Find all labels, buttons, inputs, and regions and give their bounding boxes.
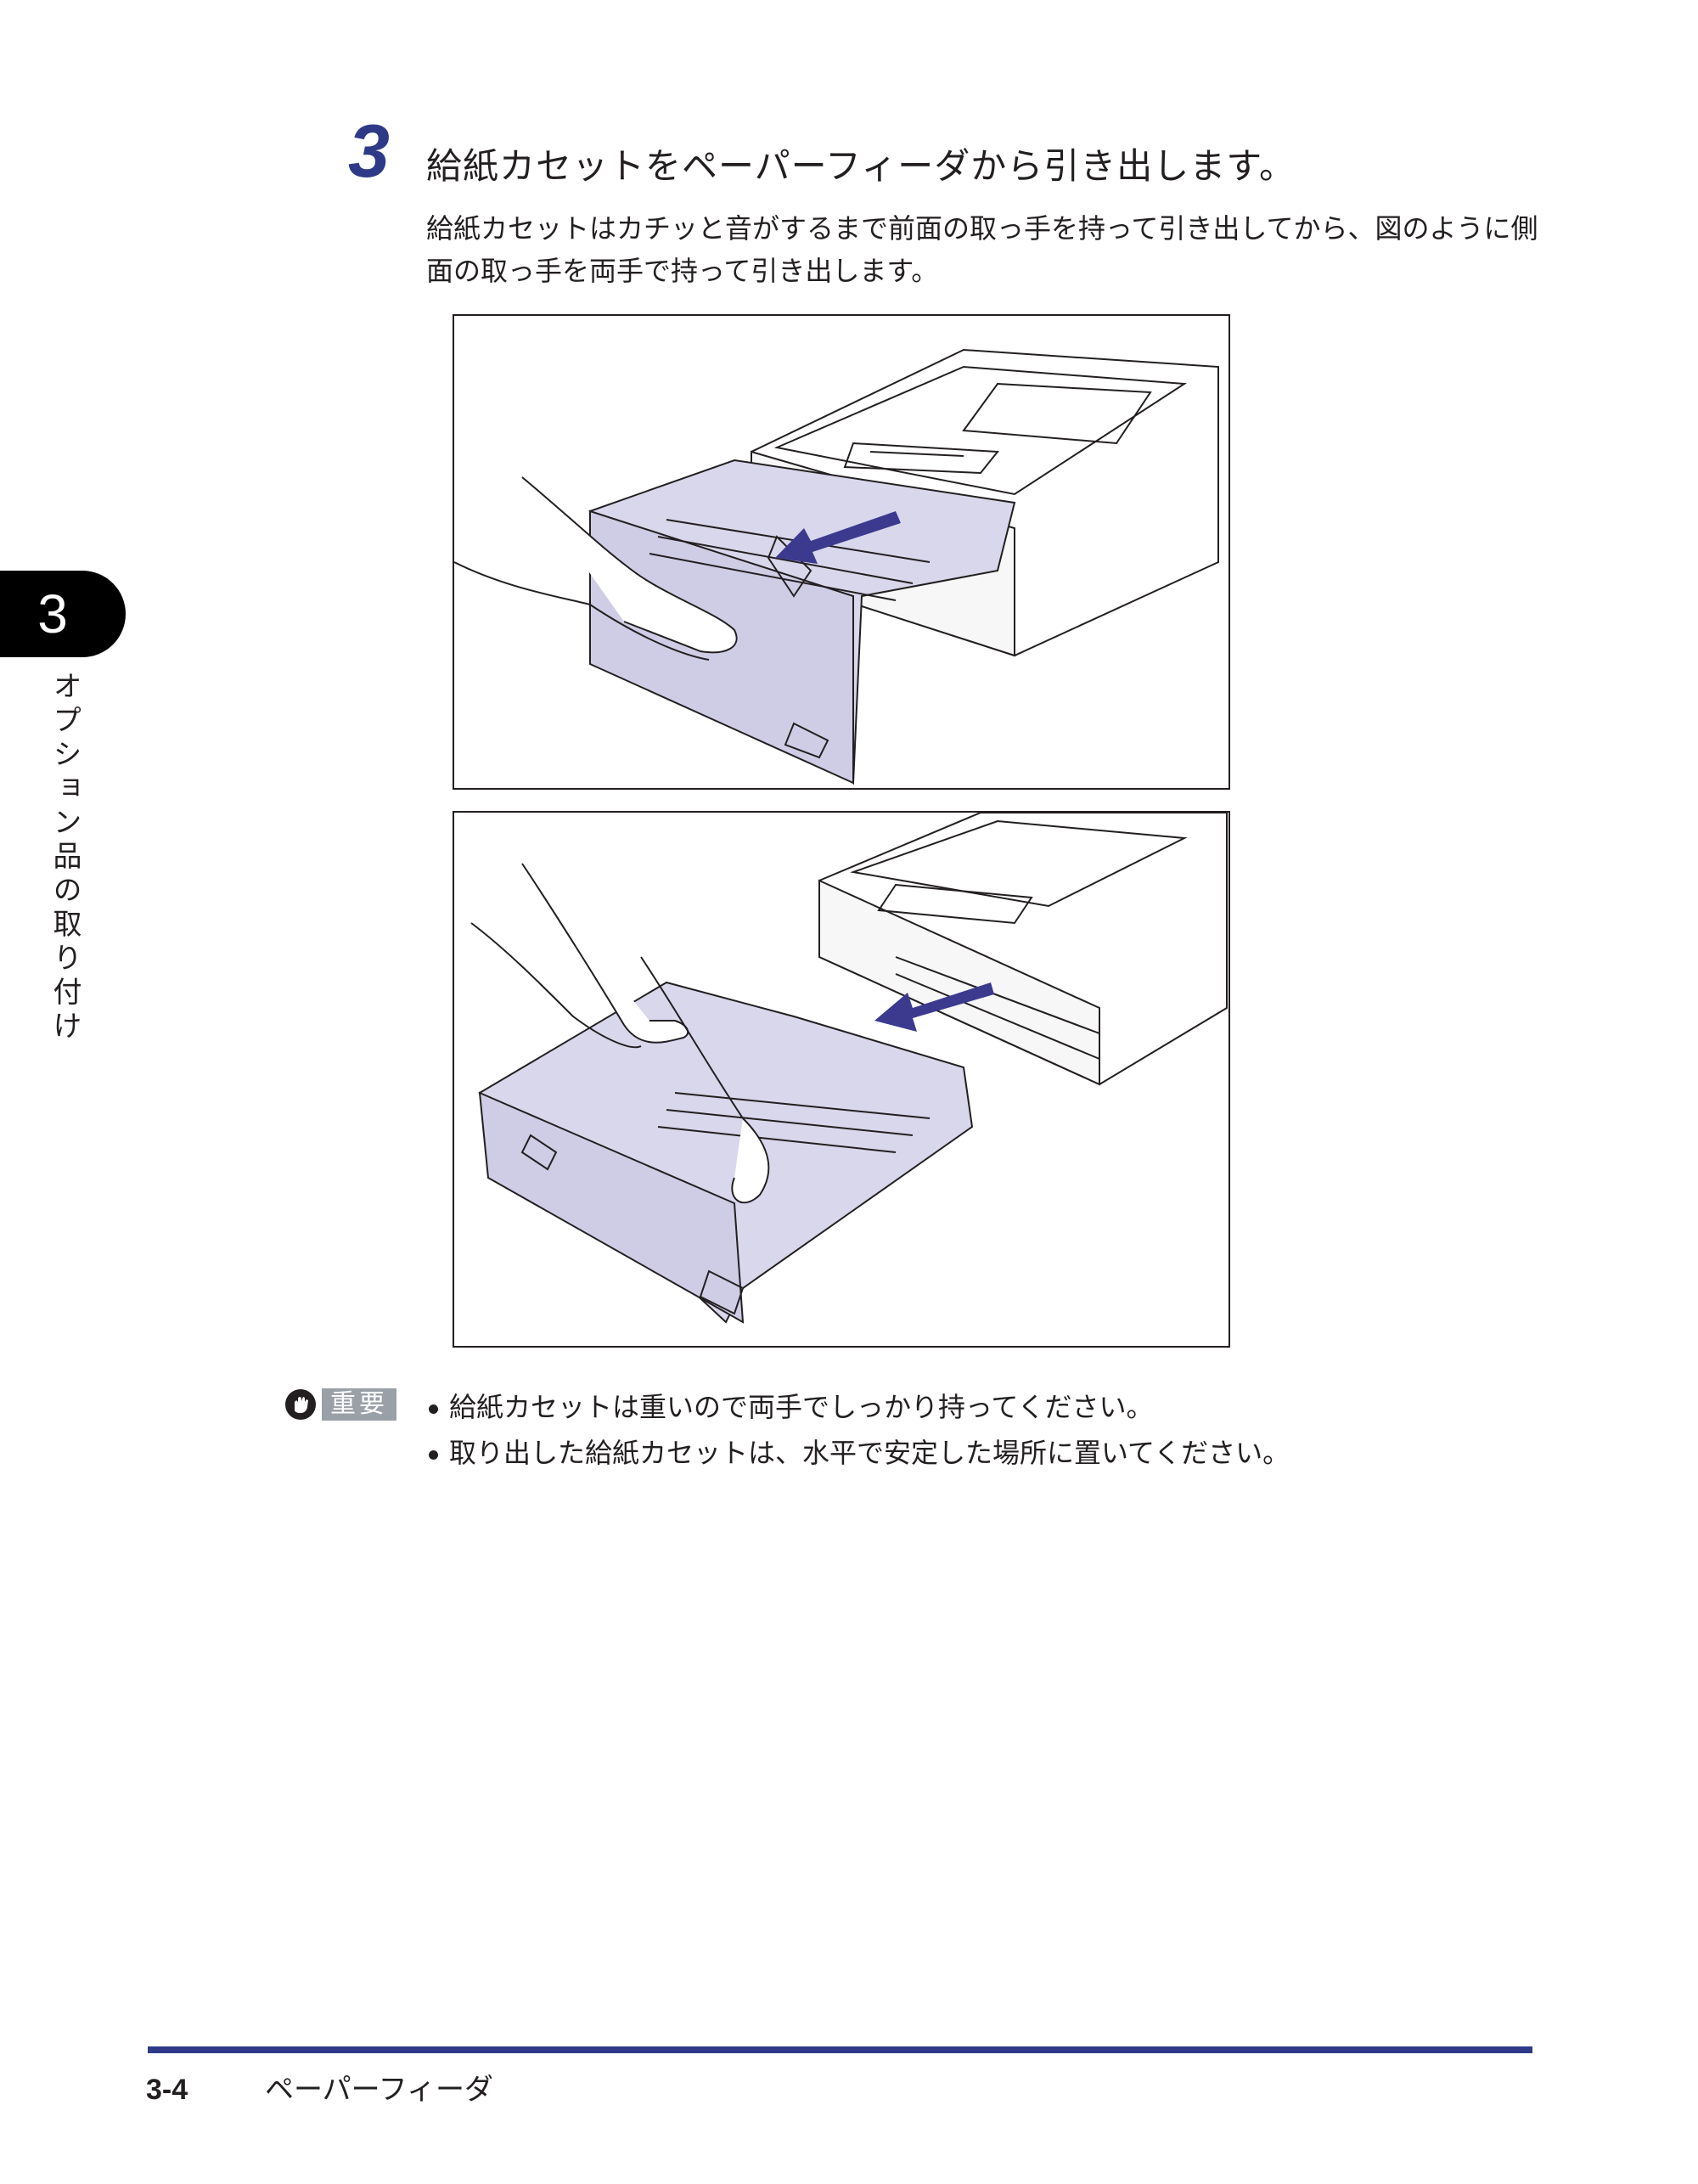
note-item: 取り出した給紙カセットは、水平で安定した場所に置いてください。 (427, 1430, 1290, 1476)
important-notes: 給紙カセットは重いので両手でしっかり持ってください。 取り出した給紙カセットは、… (427, 1384, 1290, 1476)
page-number: 3-4 (146, 2074, 188, 2106)
illustration-carry-both-hands (453, 811, 1230, 1348)
chapter-tab: 3 (0, 571, 126, 657)
step-description: 給紙カセットはカチッと音がするまで前面の取っ手を持って引き出してから、図のように… (426, 212, 1538, 287)
important-badge: 重要 (284, 1388, 400, 1421)
note-item: 給紙カセットは重いので両手でしっかり持ってください。 (427, 1384, 1290, 1430)
pull-direction-arrow (874, 982, 994, 1032)
footer-title: ペーパーフィーダ (265, 2073, 493, 2107)
printer-tray-removed-illustration (470, 813, 1228, 1324)
illustration-pull-front-handle (453, 314, 1230, 790)
step-title: 給紙カセットをペーパーフィーダから引き出します。 (426, 145, 1296, 187)
important-label: 重要 (322, 1388, 396, 1421)
footer-divider (148, 2046, 1532, 2053)
step-number: 3 (348, 109, 390, 193)
chapter-title: オプション品の取り付け (48, 671, 82, 1044)
hand-stop-icon (285, 1389, 316, 1420)
printer-tray-front-illustration (454, 348, 1219, 785)
pull-direction-arrow (775, 511, 901, 564)
